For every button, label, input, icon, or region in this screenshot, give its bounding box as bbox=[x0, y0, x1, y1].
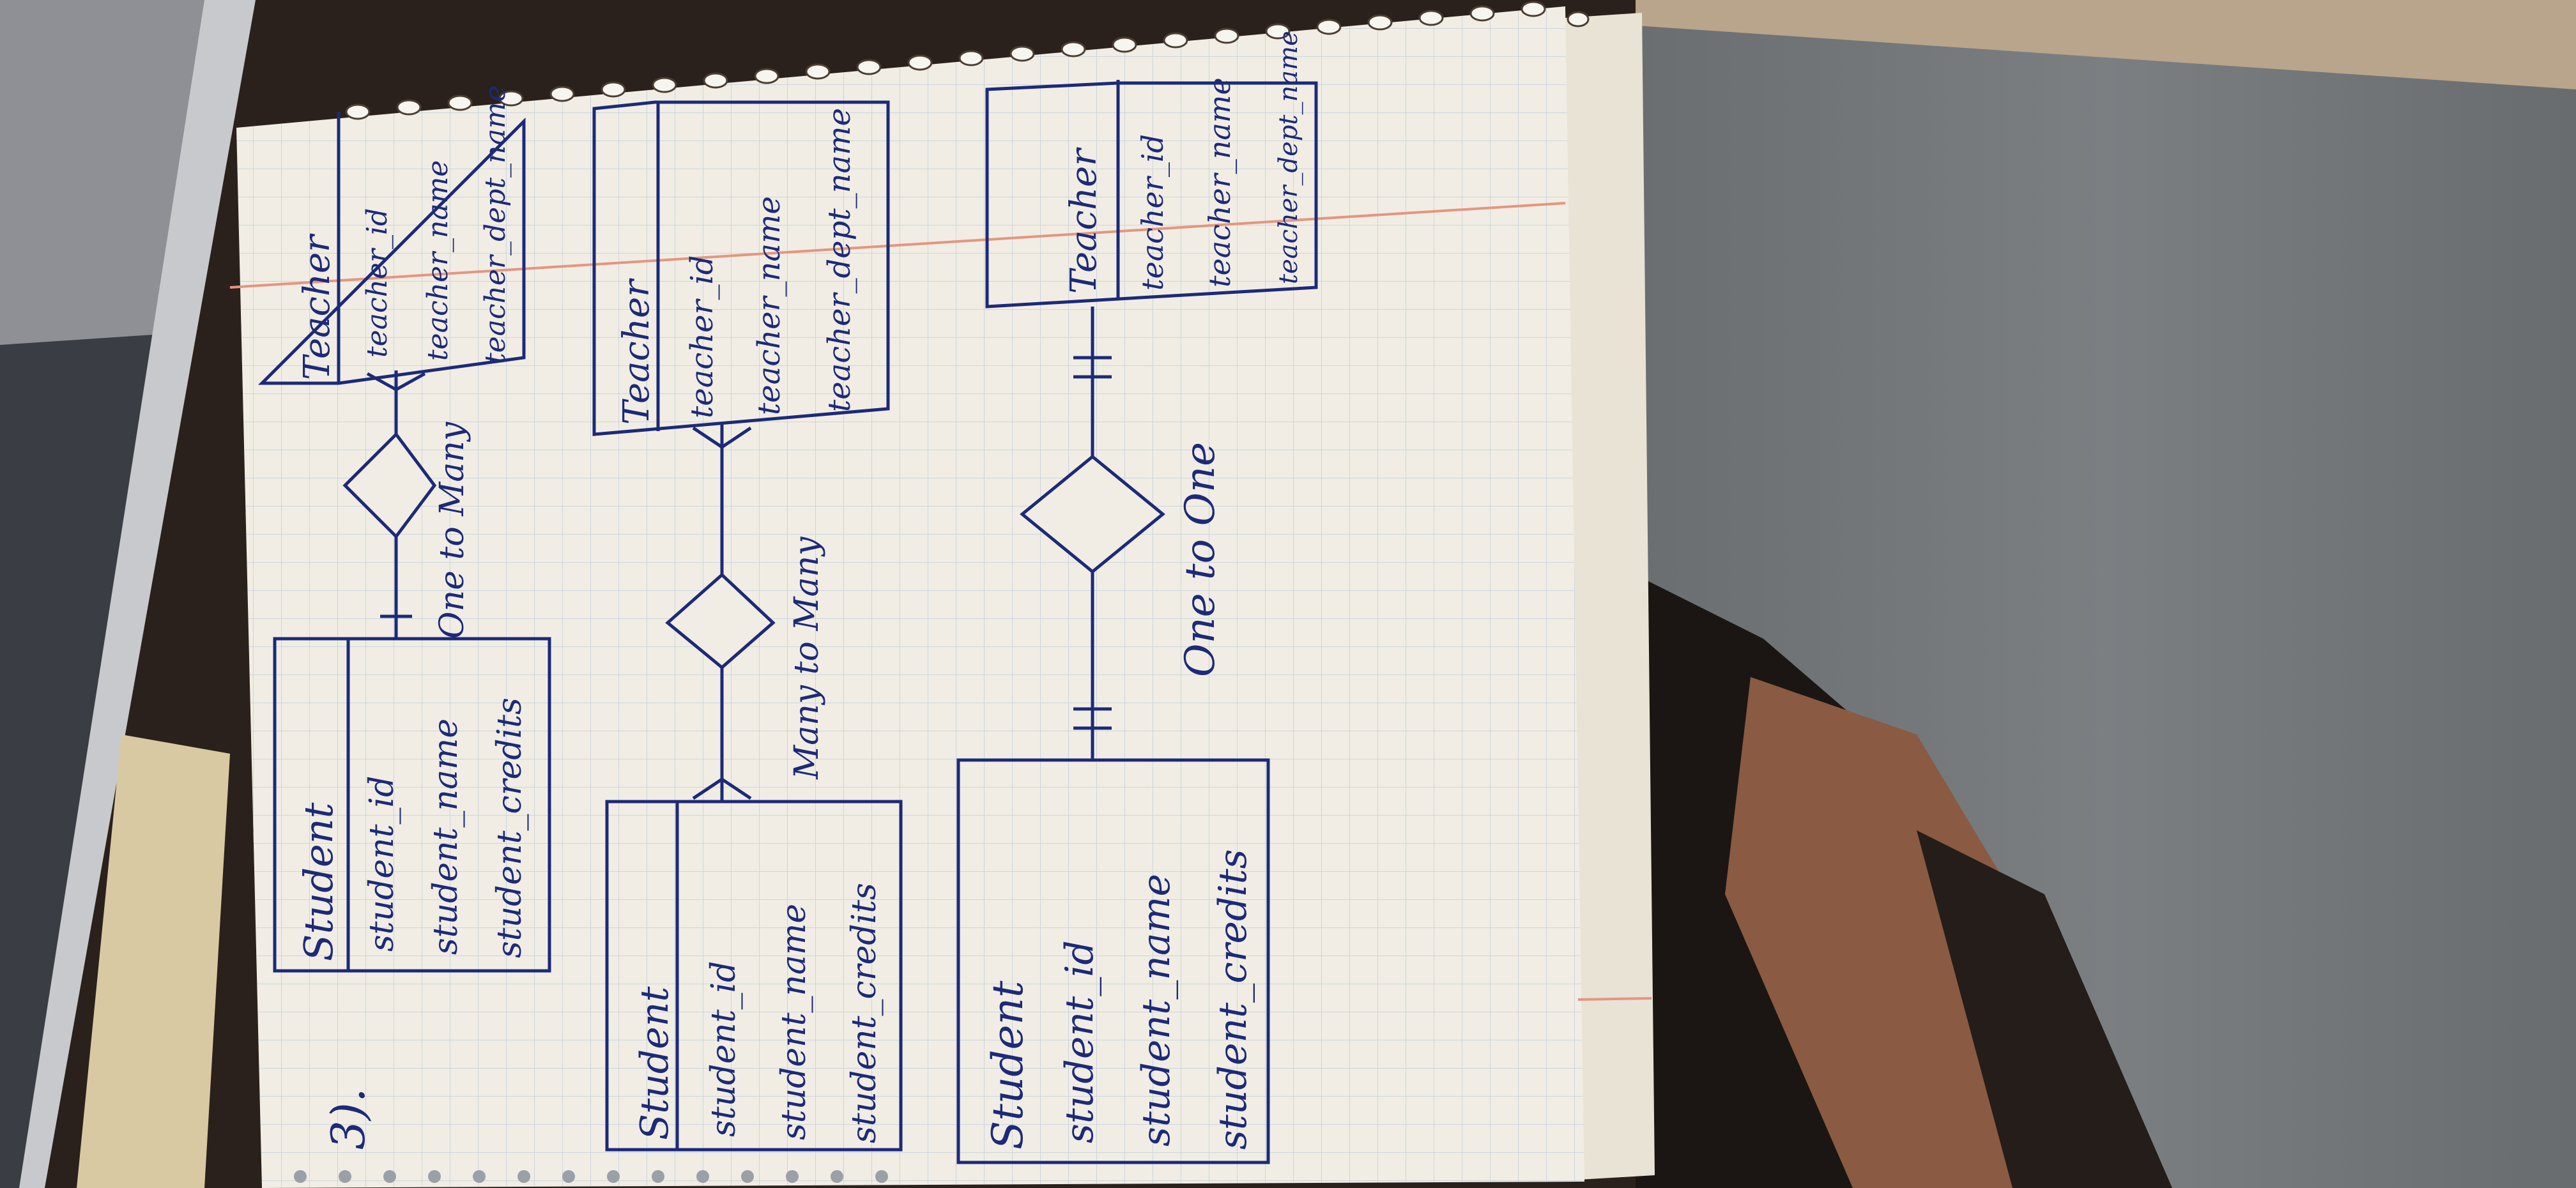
entity-student-text-3: Student student_id student_name student_… bbox=[983, 849, 1255, 1150]
attribute: student_credits bbox=[1211, 849, 1255, 1150]
spiral-binding-top bbox=[345, 1, 1590, 120]
entity-name: Teacher bbox=[616, 278, 657, 425]
laptop bbox=[0, 0, 256, 1188]
entity-teacher-box bbox=[257, 117, 526, 385]
attribute: teacher_id bbox=[684, 255, 720, 418]
entity-name: Teacher bbox=[296, 233, 338, 380]
attribute: student_id bbox=[705, 961, 743, 1137]
relationship-label: Many to Many bbox=[788, 537, 826, 780]
attribute: teacher_dept_name bbox=[822, 108, 857, 412]
entity-student-box bbox=[273, 637, 551, 973]
attribute: teacher_name bbox=[751, 196, 787, 415]
diagram-one-to-many bbox=[257, 112, 551, 973]
attribute: student_name bbox=[1134, 874, 1179, 1146]
relationship-diamond bbox=[342, 432, 437, 539]
spiral-binding-bottom bbox=[294, 1170, 888, 1183]
notebook-page bbox=[229, 6, 1652, 1188]
entity-student-box bbox=[605, 800, 903, 1152]
diagram-many-to-many bbox=[592, 100, 903, 1152]
entity-name: Student bbox=[983, 980, 1032, 1150]
attribute: teacher_dept_name bbox=[479, 86, 512, 364]
relationship-label: One to Many bbox=[433, 422, 471, 639]
attribute: student_credits bbox=[845, 883, 884, 1143]
entity-student-box bbox=[956, 758, 1270, 1164]
entity-student-text-2: Student student_id student_name student_… bbox=[632, 883, 884, 1143]
relationship-label: One to One bbox=[1177, 442, 1224, 677]
attribute: teacher_name bbox=[422, 160, 454, 361]
cardboard-box bbox=[77, 735, 230, 1188]
entity-teacher-box bbox=[985, 81, 1318, 308]
attribute: student_name bbox=[775, 904, 813, 1140]
attribute: teacher_id bbox=[1135, 134, 1170, 291]
attribute: teacher_id bbox=[361, 208, 394, 358]
attribute: student_name bbox=[427, 719, 465, 955]
entity-name: Teacher bbox=[1063, 147, 1105, 294]
attribute: teacher_dept_name bbox=[1274, 31, 1303, 284]
entity-name: Student bbox=[295, 802, 342, 961]
fabric-background bbox=[1636, 0, 2576, 1188]
attribute: student_id bbox=[1057, 940, 1102, 1143]
relationship-diamond bbox=[665, 572, 776, 670]
attribute: student_credits bbox=[491, 697, 529, 958]
relationship-diamond bbox=[1020, 454, 1165, 574]
entity-name: Student bbox=[632, 986, 677, 1140]
attribute: student_id bbox=[363, 776, 401, 952]
entity-student-text-1: Student student_id student_name student_… bbox=[295, 697, 529, 961]
entity-teacher-text-1: Teacher teacher_id teacher_name teacher_… bbox=[296, 86, 512, 380]
entity-teacher-text-3: Teacher teacher_id teacher_name teacher_… bbox=[1063, 31, 1303, 294]
diagram-one-to-one bbox=[956, 80, 1318, 1164]
attribute: teacher_name bbox=[1202, 77, 1237, 287]
entity-teacher-box bbox=[592, 100, 890, 436]
page-number: 3). bbox=[321, 1088, 375, 1150]
entity-teacher-text-2: Teacher teacher_id teacher_name teacher_… bbox=[616, 108, 857, 425]
